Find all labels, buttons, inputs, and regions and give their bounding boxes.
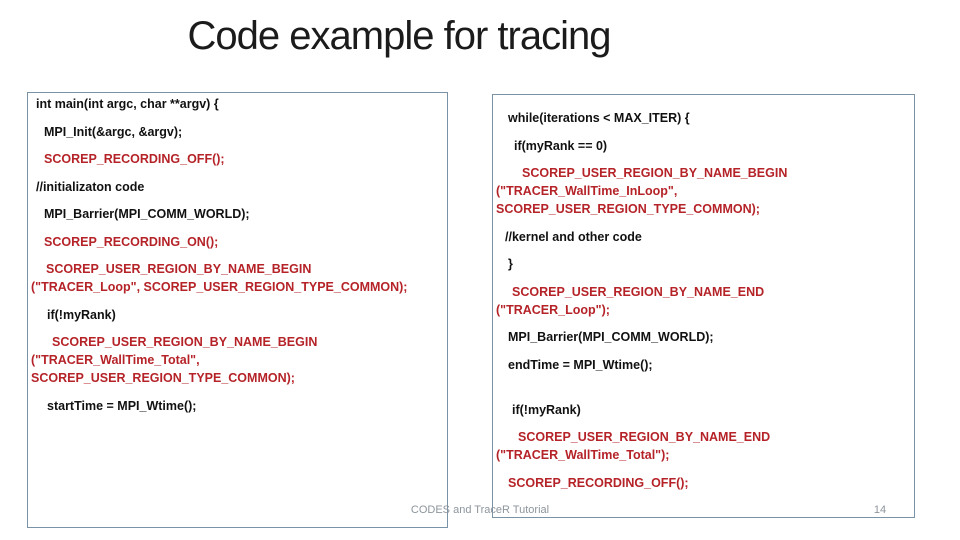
code-line: //kernel and other code (505, 229, 642, 244)
code-line: ("TRACER_Loop"); (496, 302, 610, 317)
code-line: SCOREP_USER_REGION_TYPE_COMMON); (31, 371, 295, 385)
code-line: MPI_Init(&argc, &argv); (44, 124, 183, 139)
left-code-box: int main(int argc, char **argv) { MPI_Ini… (27, 92, 448, 528)
code-line: int main(int argc, char **argv) { (36, 97, 219, 111)
right-code-box: while(iterations < MAX_ITER) { if(myRank … (492, 94, 915, 518)
code-line: SCOREP_RECORDING_OFF(); (44, 152, 225, 166)
code-line: SCOREP_RECORDING_OFF(); (508, 475, 689, 490)
code-line: ("TRACER_WallTime_Total", (31, 353, 200, 367)
code-line: //initializaton code (36, 179, 145, 194)
footer-text: CODES and TraceR Tutorial (410, 504, 550, 516)
code-line: if(!myRank) (512, 402, 581, 417)
code-line: if(myRank == 0) (514, 138, 608, 153)
code-line: startTime = MPI_Wtime(); (47, 398, 197, 413)
code-line: } (508, 257, 513, 271)
code-line: endTime = MPI_Wtime(); (508, 357, 653, 372)
code-line: MPI_Barrier(MPI_COMM_WORLD); (44, 207, 250, 221)
code-line: if(!myRank) (47, 307, 116, 322)
code-line: SCOREP_USER_REGION_BY_NAME_BEGIN (46, 262, 312, 276)
code-line: ("TRACER_WallTime_InLoop", (496, 184, 678, 198)
code-line: SCOREP_USER_REGION_BY_NAME_BEGIN (52, 335, 318, 349)
slide-title: Code example for tracing (187, 14, 612, 58)
code-line: ("TRACER_Loop", SCOREP_USER_REGION_TYPE_… (31, 280, 408, 294)
code-line: ("TRACER_WallTime_Total"); (496, 448, 670, 462)
page-number: 14 (873, 504, 887, 516)
code-line: SCOREP_USER_REGION_BY_NAME_BEGIN (522, 166, 788, 180)
code-line: SCOREP_USER_REGION_BY_NAME_END (518, 430, 771, 444)
code-line: SCOREP_USER_REGION_BY_NAME_END (512, 284, 765, 299)
code-line: while(iterations < MAX_ITER) { (508, 111, 690, 125)
code-line: SCOREP_RECORDING_ON(); (44, 234, 219, 249)
code-line: MPI_Barrier(MPI_COMM_WORLD); (508, 330, 714, 344)
code-line: SCOREP_USER_REGION_TYPE_COMMON); (496, 202, 760, 216)
